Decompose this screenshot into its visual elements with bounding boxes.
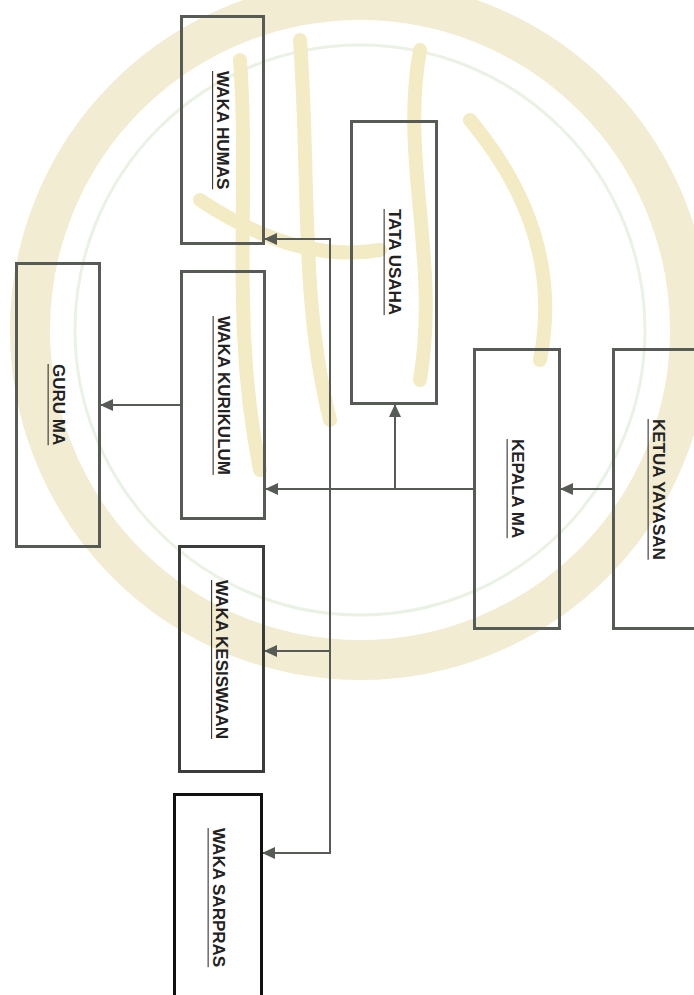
box-label: WAKA KESISWAAN	[211, 580, 232, 739]
reporting-arrow	[263, 489, 473, 853]
reporting-arrow	[265, 239, 473, 489]
reporting-arrow	[395, 405, 473, 489]
vice-box: WAKA HUMAS	[180, 15, 265, 245]
principal-box: KEPALA MA	[473, 348, 561, 630]
vice-box: WAKA KURIKULUM	[180, 270, 266, 520]
reporting-arrow	[561, 488, 612, 490]
reporting-arrow	[101, 404, 180, 406]
box-label: WAKA SARPRAS	[207, 828, 228, 967]
box-label: KEPALA MA	[506, 439, 527, 538]
vice-box: WAKA SARPRAS	[173, 793, 263, 995]
admin-box: TATA USAHA	[350, 120, 438, 405]
teacher-box: GURU MA	[15, 262, 101, 548]
box-label: KETUA YAYASAN	[647, 419, 668, 560]
box-label: WAKA KURIKULUM	[212, 316, 233, 475]
box-label: WAKA HUMAS	[212, 71, 233, 189]
reporting-arrow	[265, 489, 473, 651]
box-label: TATA USAHA	[383, 209, 404, 315]
foundation-head-box: KETUA YAYASAN	[612, 348, 694, 630]
box-label: GURU MA	[47, 364, 68, 445]
vice-box: WAKA KESISWAAN	[178, 545, 265, 773]
